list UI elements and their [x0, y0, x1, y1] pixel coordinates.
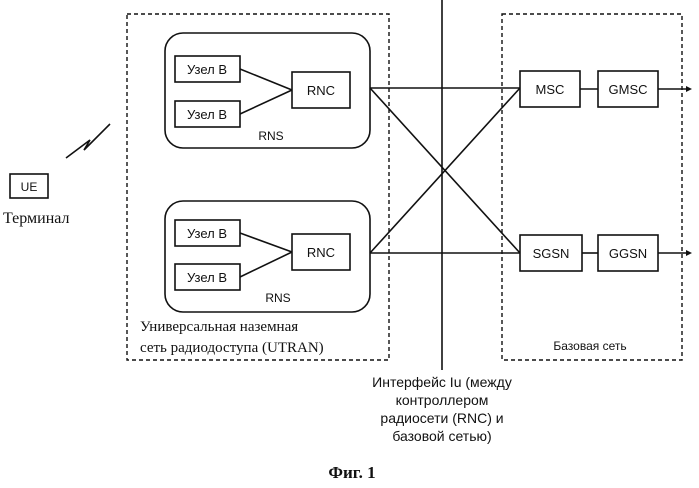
rns-bottom-rnc-label: RNC [307, 245, 335, 260]
sgsn-label: SGSN [533, 246, 570, 261]
rns-bottom-node-b-1-label: Узел B [187, 226, 227, 241]
rns-bottom-label: RNS [265, 291, 290, 305]
core-network-caption: Базовая сеть [553, 339, 626, 353]
core-network-boundary [502, 14, 682, 360]
ue-label: UE [21, 180, 38, 194]
figure-caption: Фиг. 1 [328, 463, 375, 482]
rns-bottom-node-b-2-label: Узел B [187, 270, 227, 285]
iu-caption-line1: Интерфейс Iu (между [372, 374, 512, 390]
iu-caption-line4: базовой сетью) [392, 428, 491, 444]
utran-caption-line2: сеть радиодоступа (UTRAN) [140, 340, 324, 356]
ggsn-outbound-arrowhead [686, 250, 692, 256]
utran-caption-line1: Универсальная наземная [140, 319, 298, 335]
rns-top-node-b-1-label: Узел B [187, 62, 227, 77]
rns-top-rnc-label: RNC [307, 83, 335, 98]
rns-top-node-b-2-label: Узел B [187, 107, 227, 122]
terminal-caption: Терминал [3, 210, 70, 227]
rns-top-label: RNS [258, 129, 283, 143]
radio-link-icon [66, 124, 110, 158]
gmsc-label: GMSC [609, 82, 648, 97]
ggsn-label: GGSN [609, 246, 647, 261]
iu-caption-line2: контроллером [396, 392, 489, 408]
msc-label: MSC [536, 82, 565, 97]
gmsc-outbound-arrowhead [686, 86, 692, 92]
iu-caption-line3: радиосети (RNC) и [380, 410, 503, 426]
